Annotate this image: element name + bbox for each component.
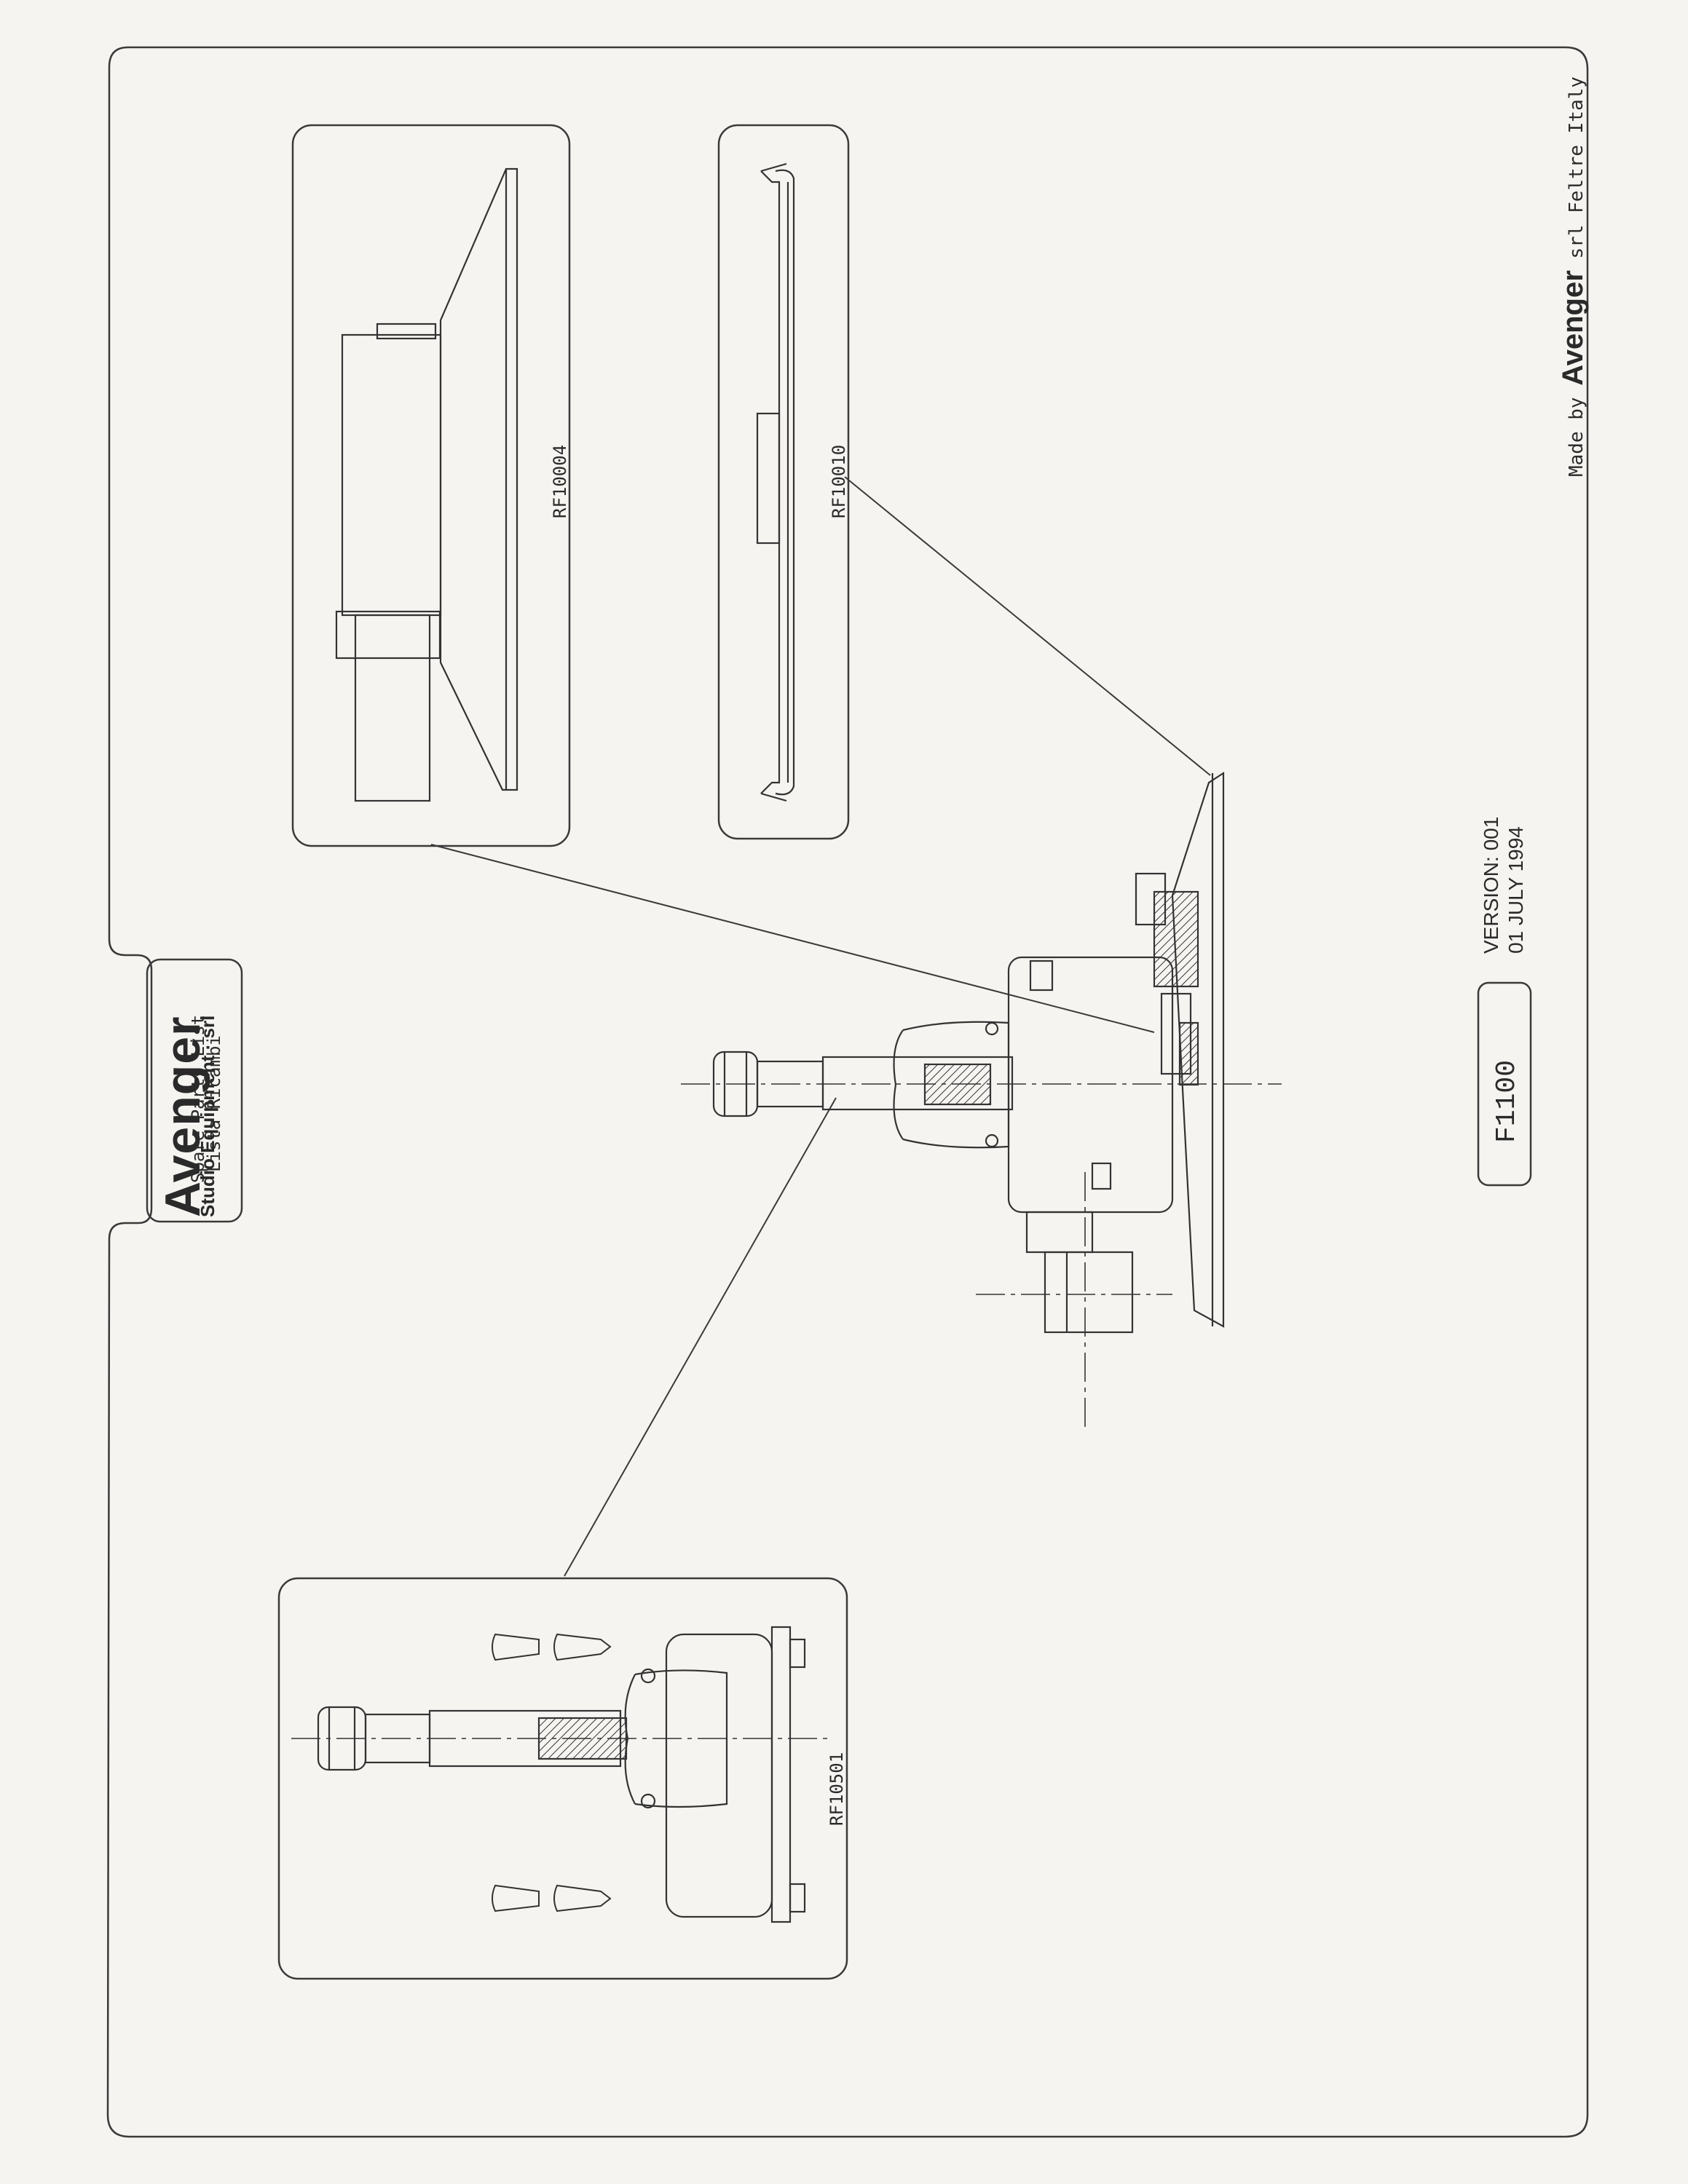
- part-label-rf10501: RF10501: [827, 1752, 847, 1826]
- rf10010-drawing: [756, 162, 795, 802]
- detail-box-rf10004: [291, 124, 571, 847]
- detail-box-rf10501: [277, 1577, 848, 1980]
- model-box: [1477, 981, 1532, 1187]
- rf10004-drawing: [335, 167, 518, 802]
- main-assembly: [681, 771, 1282, 1431]
- part-label-rf10004: RF10004: [550, 444, 570, 518]
- leader-lines: [430, 476, 1211, 1577]
- logo-subtitle-it: Lista Ricambi: [204, 1035, 224, 1172]
- logo-box: [146, 958, 243, 1223]
- footer-made-by: Made by Avenger srl Feltre Italy: [1557, 76, 1589, 477]
- date-label: 01 JULY 1994: [1504, 826, 1527, 954]
- sheet-border: [106, 46, 1589, 2138]
- model-code: F1100: [1491, 1059, 1523, 1143]
- rf10501-drawing: [291, 1626, 830, 1923]
- version-label: VERSION: 001: [1480, 816, 1502, 954]
- part-label-rf10010: RF10010: [829, 444, 849, 518]
- detail-box-rf10010: [717, 124, 850, 840]
